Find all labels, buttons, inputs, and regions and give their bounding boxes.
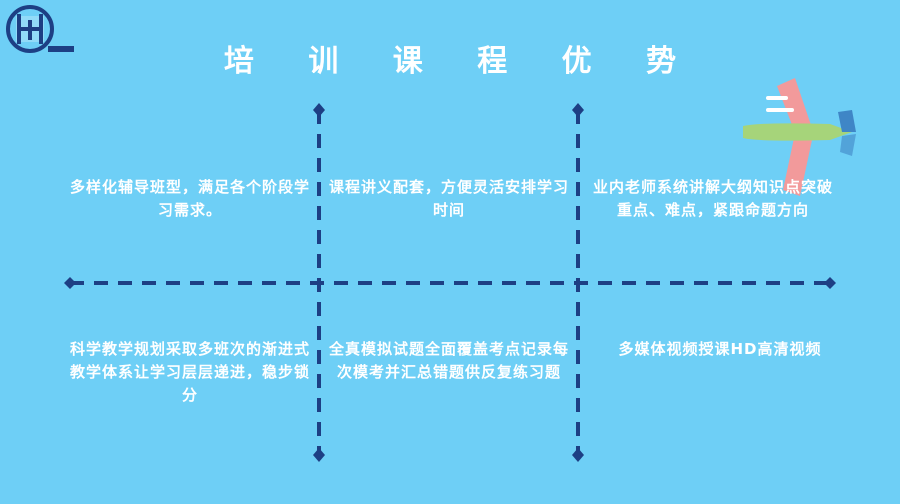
advantage-item: 科学教学规划采取多班次的渐进式教学体系让学习层层递进，稳步锁分 (70, 340, 311, 404)
advantage-item: 业内老师系统讲解大纲知识点突破重点、难点，紧跟命题方向 (592, 178, 833, 219)
advantage-item: 多样化辅导班型，满足各个阶段学习需求。 (70, 178, 311, 219)
logo-icon (6, 5, 74, 53)
diamond-marker (64, 277, 76, 289)
advantage-item: 全真模拟试题全面覆盖考点记录每次模考并汇总错题供反复练习题 (329, 340, 570, 381)
diamond-marker (572, 103, 584, 117)
diamond-marker (313, 103, 325, 117)
advantage-item: 课程讲义配套，方便灵活安排学习时间 (329, 178, 570, 219)
diamond-marker (572, 448, 584, 462)
page-title: 培 训 课 程 优 势 (223, 44, 699, 79)
diamond-marker (313, 448, 325, 462)
advantage-item: 多媒体视频授课HD高清视频 (618, 340, 822, 358)
diamond-marker (824, 277, 836, 289)
airplane-wing (777, 78, 812, 196)
